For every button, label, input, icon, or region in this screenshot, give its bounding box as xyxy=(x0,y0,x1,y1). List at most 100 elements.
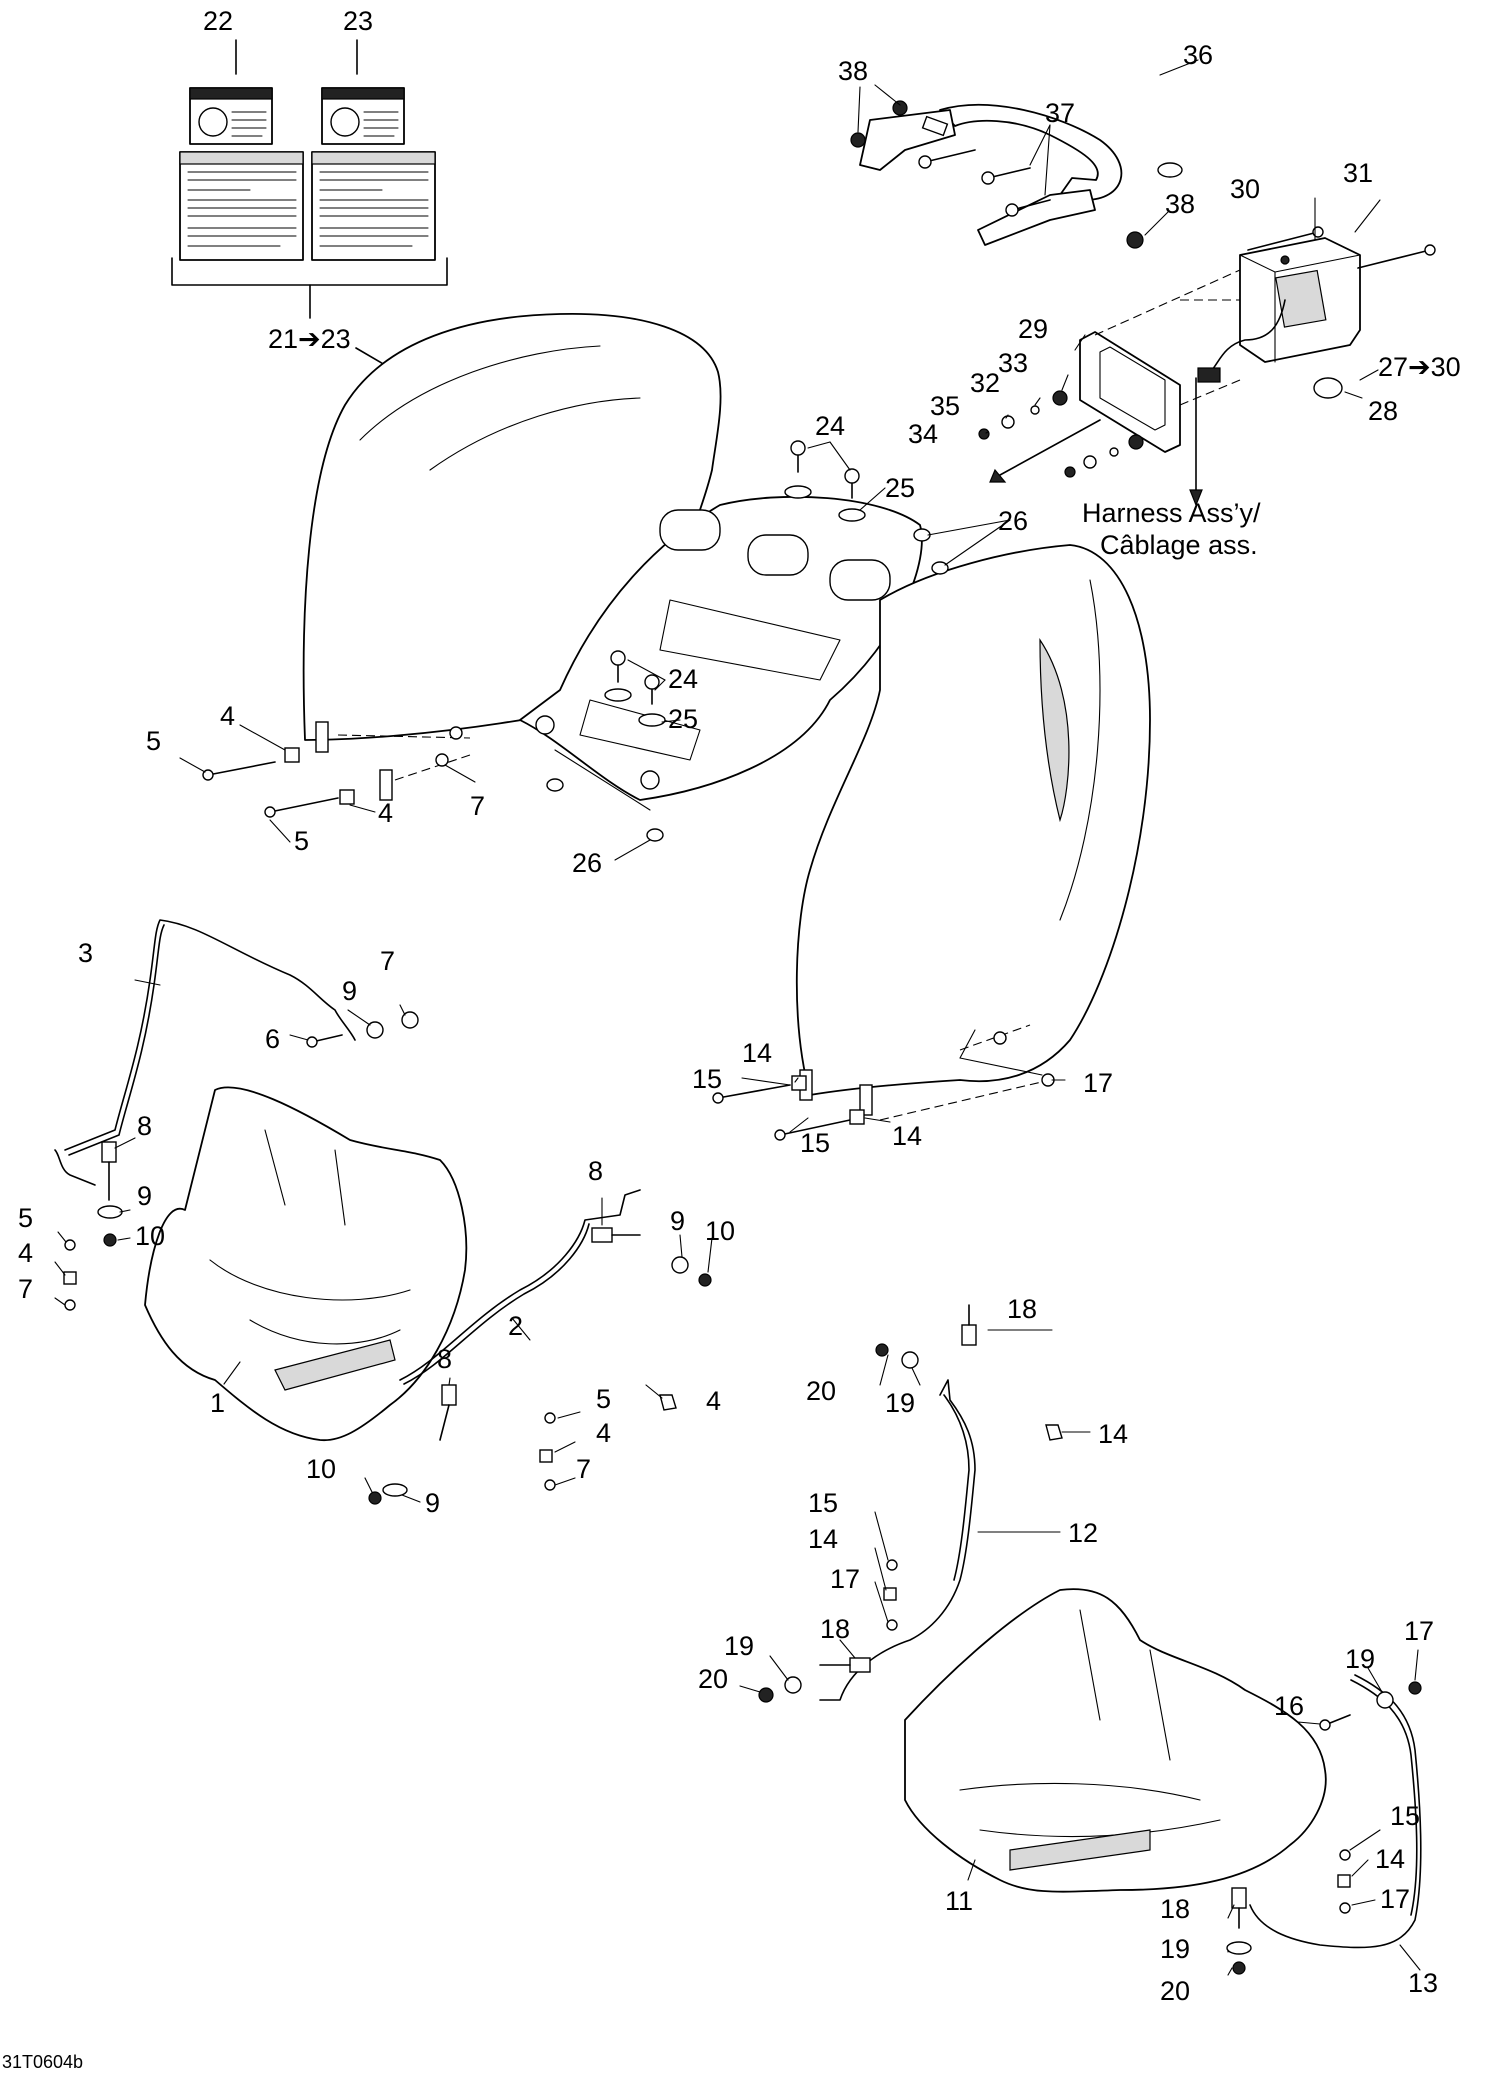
decal-23-warning-large xyxy=(311,151,436,261)
callout-5-left: 5 xyxy=(18,1203,33,1233)
callout-labels: 22 23 21➔23 36 37 38 38 30 31 27➔30 28 2… xyxy=(2,6,1461,2072)
fasteners xyxy=(63,100,1422,1975)
left-footwell-shell xyxy=(144,1086,468,1442)
rear-fender-right-wing xyxy=(795,544,1151,1096)
callout-18-lower: 18 xyxy=(820,1614,850,1644)
rear-fender xyxy=(302,312,1151,1116)
callout-16: 16 xyxy=(1274,1691,1304,1721)
taillight-bulb xyxy=(1313,377,1343,399)
decal-22-warning-large xyxy=(179,151,304,261)
callout-10-brace2: 10 xyxy=(705,1216,735,1246)
callout-7-fender: 7 xyxy=(470,791,485,821)
callout-10-brace2-lower: 10 xyxy=(306,1454,336,1484)
callout-20-brace13: 20 xyxy=(1160,1976,1190,2006)
taillight-gasket xyxy=(1079,331,1181,453)
callout-4-fender-upper: 4 xyxy=(220,701,235,731)
callout-30: 30 xyxy=(1230,174,1260,204)
callout-24-lower: 24 xyxy=(668,664,698,694)
callout-25-upper: 25 xyxy=(885,473,915,503)
callout-15-fender-upper: 15 xyxy=(692,1064,722,1094)
callout-7-brace3: 7 xyxy=(380,946,395,976)
callout-11: 11 xyxy=(945,1886,973,1916)
callout-4-fender-lower: 4 xyxy=(378,798,393,828)
decal-23-header xyxy=(321,87,405,100)
callout-14-fender-lower: 14 xyxy=(892,1121,922,1151)
callout-18-brace13: 18 xyxy=(1160,1894,1190,1924)
callout-14-fender-upper: 14 xyxy=(742,1038,772,1068)
callout-5-fender-upper: 5 xyxy=(146,726,161,756)
callout-14-brace13: 14 xyxy=(1375,1844,1405,1874)
callout-19-upper: 19 xyxy=(885,1388,915,1418)
taillight-screw-lower xyxy=(1357,244,1436,269)
callout-12: 12 xyxy=(1068,1518,1098,1548)
callout-17-brace13-lower: 17 xyxy=(1380,1884,1410,1914)
callout-26-upper: 26 xyxy=(998,506,1028,536)
callout-9-brace2-lower: 9 xyxy=(425,1488,440,1518)
callout-15-fender-lower: 15 xyxy=(800,1128,830,1158)
callout-9-brace2: 9 xyxy=(670,1206,685,1236)
callout-13: 13 xyxy=(1408,1968,1438,1998)
harness-note-line-1: Harness Ass’y/ xyxy=(1082,498,1261,528)
callout-26-lower: 26 xyxy=(572,848,602,878)
callout-8-left: 8 xyxy=(137,1111,152,1141)
callout-25-lower: 25 xyxy=(668,704,698,734)
callout-15-brace13: 15 xyxy=(1390,1801,1420,1831)
callout-19-brace13-lower: 19 xyxy=(1160,1934,1190,1964)
brace-2 xyxy=(399,1189,641,1381)
callout-23: 23 xyxy=(343,6,373,36)
brace-13 xyxy=(1249,1674,1422,1949)
callout-4-brace2-lower: 4 xyxy=(596,1418,611,1448)
callout-37: 37 xyxy=(1045,98,1075,128)
housing-screw-hole xyxy=(1280,255,1290,265)
callout-32: 32 xyxy=(970,368,1000,398)
taillight-assembly xyxy=(978,226,1436,507)
callout-9-left: 9 xyxy=(137,1181,152,1211)
callout-9-brace3: 9 xyxy=(342,976,357,1006)
callout-1: 1 xyxy=(210,1388,225,1418)
callout-14-brace12: 14 xyxy=(1098,1419,1128,1449)
left-footwell xyxy=(144,1086,468,1442)
callout-4-left: 4 xyxy=(18,1238,33,1268)
callout-20-lower: 20 xyxy=(698,1664,728,1694)
grab-bar xyxy=(859,103,1183,246)
callout-4-brace2: 4 xyxy=(706,1386,721,1416)
grab-bar-left-bracket xyxy=(859,109,956,171)
harness-note-line-2: Câblage ass. xyxy=(1100,530,1258,560)
callout-28: 28 xyxy=(1368,396,1398,426)
callout-17-fender: 17 xyxy=(1083,1068,1113,1098)
taillight-wire xyxy=(1211,299,1286,371)
decal-22-pictogram xyxy=(198,107,228,137)
callout-18-upper: 18 xyxy=(1007,1294,1037,1324)
callout-24-upper: 24 xyxy=(815,411,845,441)
callout-19-brace13: 19 xyxy=(1345,1644,1375,1674)
callout-5-brace2: 5 xyxy=(596,1384,611,1414)
decal-bracket xyxy=(171,257,448,286)
decal-22-text-lines xyxy=(187,171,297,247)
callout-34: 34 xyxy=(908,419,938,449)
callout-27-30: 27➔30 xyxy=(1378,352,1461,382)
callout-36: 36 xyxy=(1183,40,1213,70)
callout-38-lower: 38 xyxy=(1165,189,1195,219)
decal-23-pictogram xyxy=(330,107,360,137)
callout-21-23: 21➔23 xyxy=(268,324,351,354)
decal-group xyxy=(171,39,448,397)
decal-22-header xyxy=(189,87,273,100)
decal-23-text-lines xyxy=(319,171,429,247)
drawing-code: 31T0604b xyxy=(2,2052,83,2072)
taillight-connector xyxy=(1197,367,1221,383)
callout-29: 29 xyxy=(1018,314,1048,344)
callout-19-lower: 19 xyxy=(724,1631,754,1661)
callout-35: 35 xyxy=(930,391,960,421)
callout-31: 31 xyxy=(1343,158,1373,188)
callout-33: 33 xyxy=(998,348,1028,378)
right-footwell-shell xyxy=(904,1588,1327,1893)
callout-7-brace2: 7 xyxy=(576,1454,591,1484)
callout-17-brace12: 17 xyxy=(830,1564,860,1594)
callout-8-brace2: 8 xyxy=(588,1156,603,1186)
callout-5-fender-lower: 5 xyxy=(294,826,309,856)
callout-14-brace12-lower: 14 xyxy=(808,1524,838,1554)
callout-10-left: 10 xyxy=(135,1221,165,1251)
callout-20-upper: 20 xyxy=(806,1376,836,1406)
callout-17-brace13: 17 xyxy=(1404,1616,1434,1646)
